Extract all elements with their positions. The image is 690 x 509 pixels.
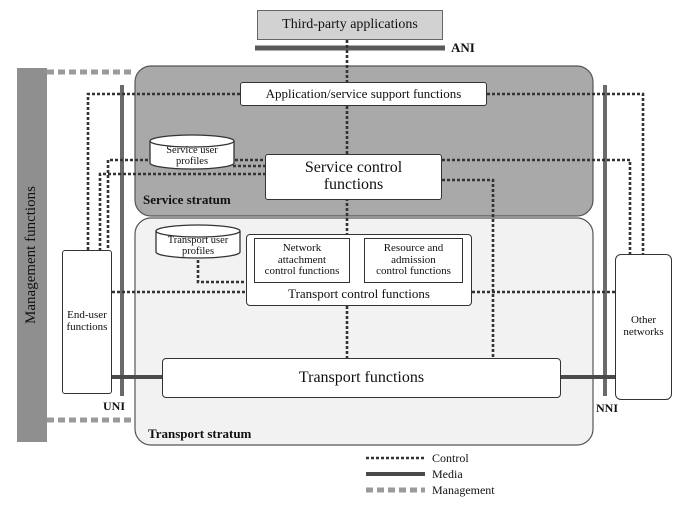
network-attachment-box: Network attachment control functions [254, 238, 350, 283]
transport-user-profiles-cylinder [155, 224, 241, 259]
service-user-profiles-cylinder [149, 134, 235, 170]
app-service-support-label: Application/service support functions [265, 86, 462, 102]
app-service-support-box: Application/service support functions [240, 82, 487, 106]
interface-media-bars [120, 85, 607, 396]
legend-control-label: Control [432, 450, 469, 465]
end-user-functions-box: End-user functions [62, 250, 112, 394]
service-control-box: Service control functions [265, 154, 442, 200]
service-user-profiles-text: Service user profiles [166, 144, 218, 167]
resource-admission-label: Resource and admission control functions [376, 242, 451, 278]
other-networks-label: Other networks [623, 314, 664, 338]
transport-user-profiles-text: Transport user profiles [167, 234, 229, 257]
legend-media-label: Media [432, 466, 463, 481]
third-party-applications-label: Third-party applications [282, 16, 418, 32]
transport-functions-box: Transport functions [162, 358, 561, 398]
ani-label: ANI [451, 40, 475, 56]
other-networks-box: Other networks [615, 254, 672, 400]
service-stratum-label: Service stratum [143, 192, 231, 208]
transport-functions-label: Transport functions [298, 368, 425, 386]
nni-label: NNI [596, 400, 619, 415]
transport-stratum-label: Transport stratum [148, 426, 252, 442]
legend-management-label: Management [432, 482, 495, 497]
end-user-functions-label: End-user functions [66, 309, 108, 333]
legend-lines [366, 456, 425, 493]
management-links [47, 69, 135, 423]
resource-admission-box: Resource and admission control functions [364, 238, 463, 283]
management-functions-bar [17, 68, 47, 442]
third-party-applications-box: Third-party applications [257, 10, 443, 40]
transport-control-label: Transport control functions [288, 286, 430, 302]
service-control-label: Service control functions [304, 159, 403, 193]
management-functions-label: Management functions [23, 186, 40, 324]
network-attachment-label: Network attachment control functions [264, 242, 340, 278]
uni-label: UNI [103, 398, 126, 413]
